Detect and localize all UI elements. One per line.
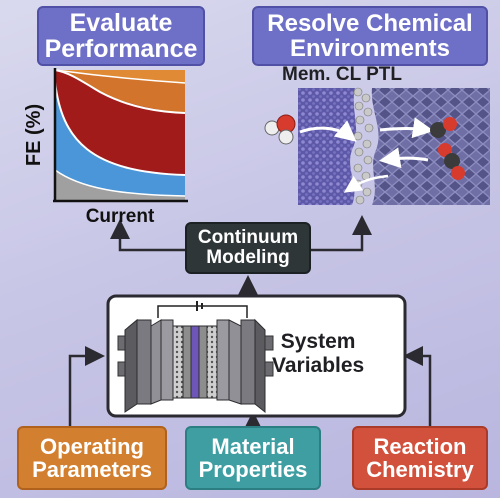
ptl-layer [371,88,490,205]
membrane-layer-labels: Mem. CL PTL [282,64,402,85]
material-line2: Properties [198,457,308,482]
current-xlabel: Current [86,206,155,227]
continuum-modeling-box: Continuum Modeling [185,222,311,274]
material-properties-box: Material Properties [185,426,321,490]
fe-plot [53,68,188,203]
resolve-line2: Environments [289,35,451,62]
fe-area-gray [55,170,185,200]
resolve-line1: Resolve Chemical [267,9,473,37]
reaction-line1: Reaction [373,433,467,459]
evaluate-performance-box: Evaluate Performance [37,6,205,66]
fe-area-orange-top [55,70,185,83]
membrane-layer [298,88,357,205]
resolve-environments-box: Resolve Chemical Environments [252,6,488,66]
catalyst-layer [353,87,374,205]
continuum-line1: Continuum [197,227,299,249]
fe-area-blue [55,82,185,200]
reaction-chemistry-box: Reaction Chemistry [352,426,488,490]
reaction-line2: Chemistry [366,457,474,482]
operating-line1: Operating [40,433,144,459]
operating-parameters-box: Operating Parameters [17,426,167,490]
water-molecule-left [264,114,296,145]
continuum-line2: Modeling [206,247,290,268]
co2-molecule-right [438,143,465,180]
fe-ylabel: FE (%) [23,104,45,166]
cell-stack [117,301,274,414]
co-molecule-right [430,117,457,138]
evaluate-line1: Evaluate [69,8,173,37]
system-variables-label: System Variables [272,330,364,378]
evaluate-line2: Performance [44,35,198,63]
material-line1: Material [211,433,295,459]
membrane-illustration [264,87,490,205]
system-line1: System [280,330,356,353]
operating-line2: Parameters [32,457,152,482]
connector-arrows [68,215,432,431]
system-line2: Variables [272,354,365,378]
